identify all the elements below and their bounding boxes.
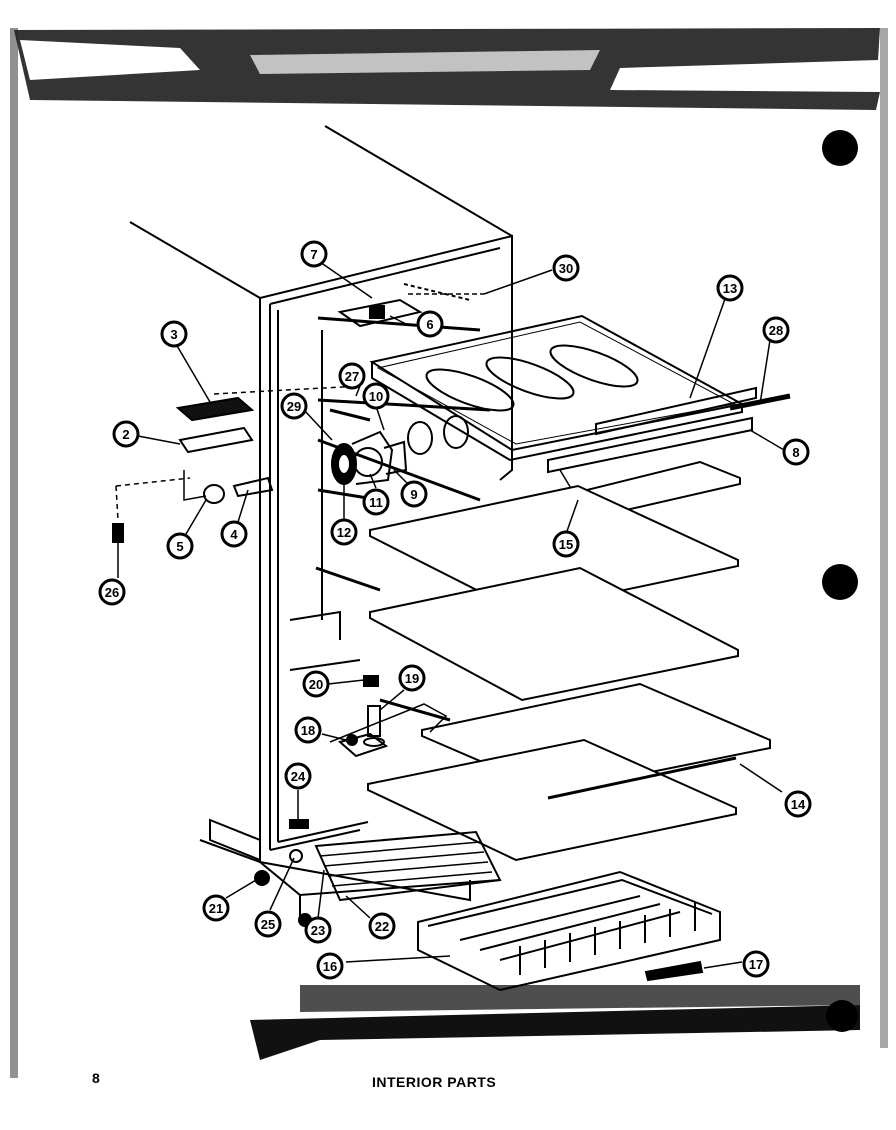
- svg-text:15: 15: [559, 537, 573, 552]
- wire-basket: [417, 870, 721, 992]
- svg-text:11: 11: [369, 495, 383, 510]
- callout-25: 25: [254, 910, 282, 938]
- callout-5: 5: [166, 532, 194, 560]
- drain-parts: [329, 675, 448, 758]
- svg-text:4: 4: [230, 527, 238, 542]
- svg-text:27: 27: [345, 369, 359, 384]
- lamp-assembly: [112, 385, 361, 543]
- svg-text:6: 6: [426, 317, 433, 332]
- svg-text:21: 21: [209, 901, 223, 916]
- callout-17: 17: [742, 950, 770, 978]
- svg-text:19: 19: [405, 671, 419, 686]
- svg-text:5: 5: [176, 539, 183, 554]
- svg-text:2: 2: [122, 427, 129, 442]
- callout-6: 6: [416, 310, 444, 338]
- svg-text:13: 13: [723, 281, 737, 296]
- callout-4: 4: [220, 520, 248, 548]
- callout-24: 24: [284, 762, 312, 790]
- svg-text:16: 16: [323, 959, 337, 974]
- callout-2: 2: [112, 420, 140, 448]
- svg-text:24: 24: [291, 769, 306, 784]
- callout-3: 3: [160, 320, 188, 348]
- callout-14: 14: [784, 790, 812, 818]
- svg-text:10: 10: [369, 389, 383, 404]
- callout-22: 22: [368, 912, 396, 940]
- svg-text:18: 18: [301, 723, 315, 738]
- callout-16: 16: [316, 952, 344, 980]
- callout-7: 7: [300, 240, 328, 268]
- callout-30: 30: [552, 254, 580, 282]
- page-number: 8: [92, 1070, 100, 1086]
- svg-text:14: 14: [791, 797, 806, 812]
- callout-28: 28: [762, 316, 790, 344]
- svg-text:8: 8: [792, 445, 799, 460]
- callout-11: 11: [362, 488, 390, 516]
- callout-23: 23: [304, 916, 332, 944]
- svg-text:17: 17: [749, 957, 763, 972]
- callout-20: 20: [302, 670, 330, 698]
- svg-text:28: 28: [769, 323, 783, 338]
- callout-10: 10: [362, 382, 390, 410]
- callout-8-right: 8: [782, 438, 810, 466]
- control-assembly: [329, 283, 484, 485]
- callout-9: 9: [400, 480, 428, 508]
- svg-text:26: 26: [105, 585, 119, 600]
- callout-12: 12: [330, 518, 358, 546]
- svg-text:12: 12: [337, 525, 351, 540]
- svg-text:3: 3: [170, 327, 177, 342]
- svg-text:30: 30: [559, 261, 573, 276]
- svg-text:9: 9: [410, 487, 417, 502]
- callout-27: 27: [338, 362, 366, 390]
- callout-21: 21: [202, 894, 230, 922]
- svg-text:7: 7: [310, 247, 317, 262]
- callout-29: 29: [280, 392, 308, 420]
- svg-text:23: 23: [311, 923, 325, 938]
- svg-text:20: 20: [309, 677, 323, 692]
- svg-text:29: 29: [287, 399, 301, 414]
- svg-text:25: 25: [261, 917, 275, 932]
- callout-13: 13: [716, 274, 744, 302]
- callout-26: 26: [98, 578, 126, 606]
- svg-text:22: 22: [375, 919, 389, 934]
- callout-18: 18: [294, 716, 322, 744]
- callout-15: 15: [552, 530, 580, 558]
- page-caption: INTERIOR PARTS: [372, 1074, 497, 1090]
- cabinet: [129, 125, 513, 920]
- callout-19: 19: [398, 664, 426, 692]
- leader-lines: [117, 261, 785, 969]
